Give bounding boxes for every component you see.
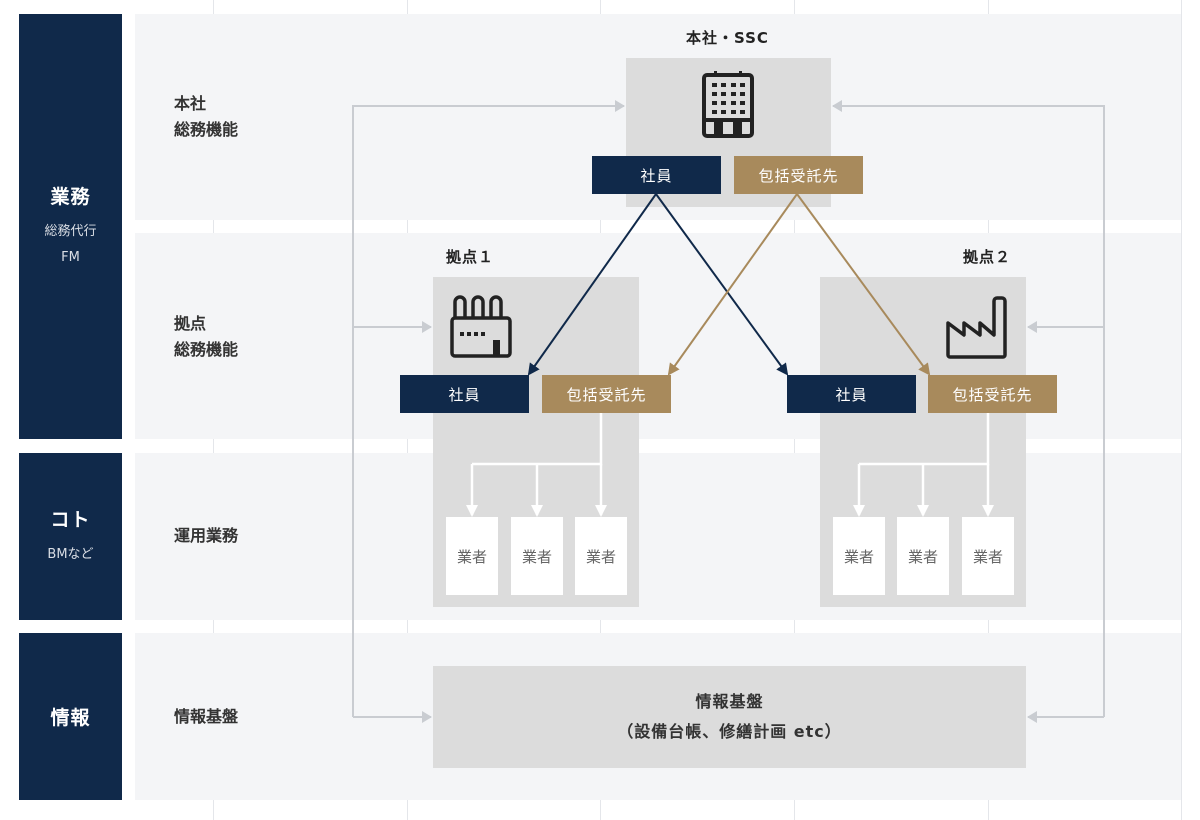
right-connector — [832, 100, 1105, 723]
info-platform-subtitle: （設備台帳、修繕計画 etc） — [617, 722, 842, 741]
left-connector — [352, 100, 625, 723]
office-building-icon — [702, 71, 754, 138]
site2-vendor-connectors — [853, 413, 994, 517]
info-platform-box — [433, 666, 1026, 768]
site2-employee-tag: 社員 — [787, 375, 916, 413]
site1-employee-tag: 社員 — [400, 375, 529, 413]
site2-title: 拠点２ — [963, 248, 1012, 266]
arrow-hq-contractor-to-site2-contractor — [796, 193, 931, 376]
grid-line — [1181, 0, 1182, 820]
site1-vendor: 業者 — [511, 517, 563, 595]
hq-contractor-tag: 包括受託先 — [734, 156, 863, 194]
left-connector-line — [352, 105, 623, 717]
arrow-hq-employee-to-site1-employee — [527, 193, 657, 376]
hq-employee-tag: 社員 — [592, 156, 721, 194]
site1-contractor-tag: 包括受託先 — [542, 375, 671, 413]
right-connector-line — [833, 105, 1105, 717]
info-platform-title: 情報基盤 — [695, 692, 764, 711]
category-info: 情報 — [19, 633, 122, 800]
row-label-line: 情報基盤 — [174, 707, 239, 726]
site2-vendor: 業者 — [962, 517, 1014, 595]
category-subtitle: BMなど — [47, 542, 93, 568]
site2-vendor: 業者 — [897, 517, 949, 595]
category-subtitle: 総務代行 FM — [44, 219, 96, 271]
site2-vendor: 業者 — [833, 517, 885, 595]
category-title: 情報 — [50, 707, 91, 729]
site1-vendor-trunk — [472, 413, 603, 466]
site1-vendor-connectors — [466, 413, 607, 517]
hq-title: 本社・SSC — [686, 29, 769, 47]
site1-vendor: 業者 — [446, 517, 498, 595]
info-platform-label: 情報基盤 （設備台帳、修繕計画 etc） — [433, 666, 1026, 768]
row-label-line: 総務機能 — [174, 340, 239, 359]
category-title: コト — [50, 509, 91, 531]
category-sub-line: BMなど — [47, 547, 94, 562]
category-business: 業務 総務代行 FM — [19, 14, 122, 439]
row-label-line: 拠点 — [174, 314, 207, 333]
site2-vendor-trunk — [859, 413, 990, 466]
factory-chimneys-icon — [450, 295, 512, 358]
arrow-hq-employee-to-site2-employee — [655, 193, 789, 376]
row-label-hq: 本社 総務機能 — [174, 91, 238, 143]
arrow-hq-contractor-to-site1-contractor — [667, 193, 798, 376]
row-label-line: 本社 — [174, 94, 207, 113]
site1-title: 拠点１ — [446, 248, 495, 266]
category-koto: コト BMなど — [19, 453, 122, 620]
category-title: 業務 — [50, 186, 91, 208]
category-sub-line: FM — [61, 250, 80, 265]
row-label-line: 運用業務 — [174, 526, 239, 545]
site1-vendor: 業者 — [575, 517, 627, 595]
category-sub-line: 総務代行 — [44, 224, 97, 239]
factory-sawtooth-icon — [946, 296, 1007, 359]
row-label-operations: 運用業務 — [174, 523, 238, 549]
row-label-info: 情報基盤 — [174, 704, 238, 730]
row-label-line: 総務機能 — [174, 120, 239, 139]
row-label-site: 拠点 総務機能 — [174, 311, 238, 363]
site2-contractor-tag: 包括受託先 — [928, 375, 1057, 413]
